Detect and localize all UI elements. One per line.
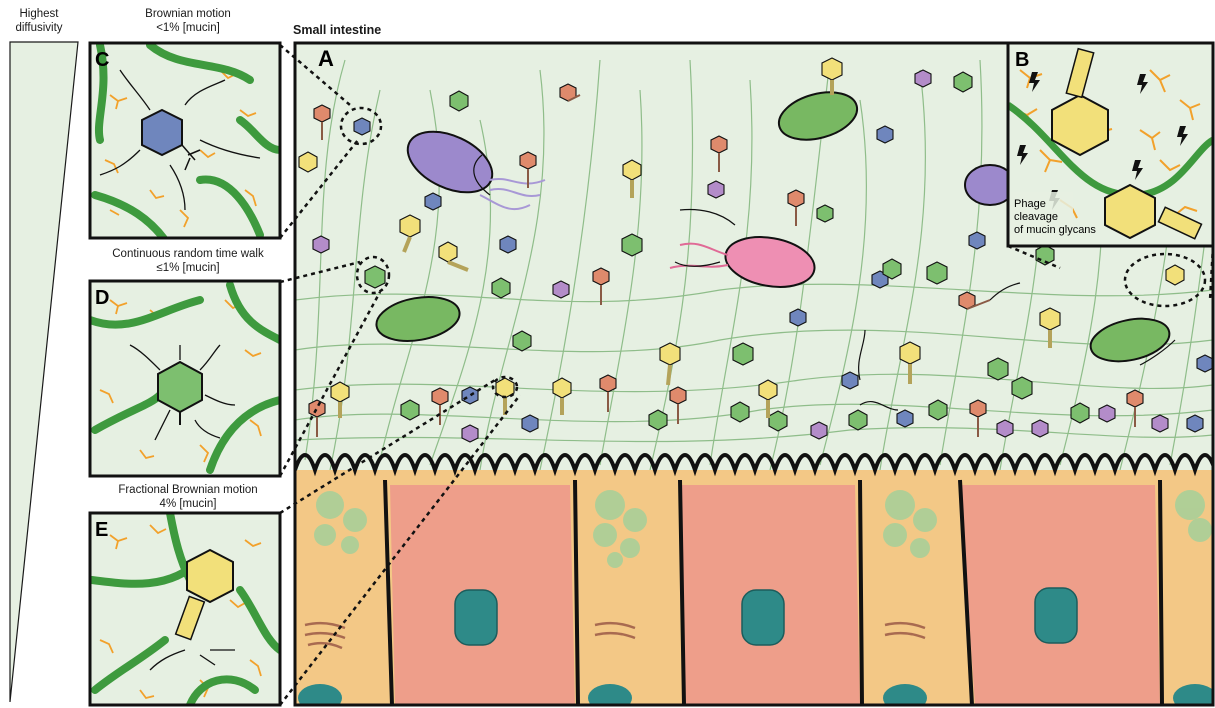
panel-a-letter: A	[318, 46, 334, 71]
panel-e-scene	[90, 513, 280, 705]
epithelium	[295, 455, 1215, 708]
nucleus-3	[1035, 588, 1077, 643]
panel-b-letter: B	[1015, 49, 1029, 71]
panel-d-scene	[90, 281, 280, 476]
panel-e-letter: E	[95, 519, 108, 541]
nucleus-2	[742, 590, 784, 645]
nucleus-1	[455, 590, 497, 645]
panel-e-phage-capsid	[187, 550, 233, 602]
panel-c-letter: C	[95, 49, 109, 71]
panel-d-letter: D	[95, 287, 109, 309]
panel-d-phage-capsid	[158, 362, 202, 412]
panel-c-scene	[90, 43, 280, 240]
panel-b-caption-line1: Phage	[1014, 198, 1046, 210]
panel-c-phage-capsid	[142, 110, 182, 155]
panel-b-caption-line2: cleavage	[1014, 211, 1058, 223]
panel-b-caption-line3: of mucin glycans	[1014, 224, 1096, 236]
